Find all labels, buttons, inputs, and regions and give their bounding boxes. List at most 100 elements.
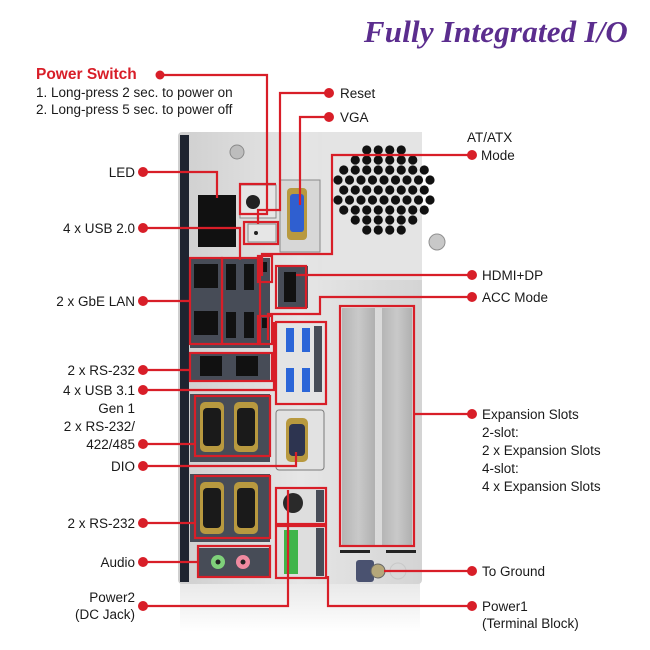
lan-port <box>194 311 218 335</box>
acc-switch <box>262 318 267 328</box>
usb31-port <box>286 328 294 352</box>
vent-hole <box>385 185 395 195</box>
label-expansion-4slot: 4-slot: <box>482 461 519 476</box>
expansion-slot <box>342 308 375 545</box>
expansion-slot <box>382 308 412 545</box>
usb2-port <box>226 312 236 338</box>
vent-hole <box>333 195 343 205</box>
vent-hole <box>396 215 406 225</box>
vent-hole <box>373 225 383 235</box>
db9-port <box>203 408 221 446</box>
db9-port <box>237 408 255 446</box>
db9-port <box>203 488 221 528</box>
fan-vent <box>333 145 435 235</box>
vent-hole <box>419 165 429 175</box>
vent-hole <box>373 205 383 215</box>
label-to-ground: To Ground <box>482 564 546 579</box>
screw-icon <box>428 233 446 251</box>
label-power2-dc: (DC Jack) <box>75 607 135 622</box>
rj45-com-port <box>236 356 258 376</box>
label-expansion: Expansion Slots <box>482 407 579 422</box>
vent-hole <box>350 185 360 195</box>
vent-hole <box>344 175 355 185</box>
power1-tag <box>316 528 324 576</box>
vent-hole <box>385 165 395 175</box>
hdmi-port <box>284 272 296 302</box>
vent-hole <box>362 155 372 165</box>
power-switch-heading: Power Switch <box>36 66 137 83</box>
vent-hole <box>402 175 412 185</box>
power-switch-line1: 1. Long-press 2 sec. to power on <box>36 85 233 100</box>
label-expansion-2slot-count: 2 x Expansion Slots <box>482 443 601 458</box>
vent-hole <box>390 175 401 185</box>
vent-hole <box>379 195 389 205</box>
vent-hole <box>419 185 429 195</box>
label-power2: Power2 <box>89 590 135 605</box>
label-vga: VGA <box>340 110 369 125</box>
callout-dots <box>138 70 477 611</box>
label-rs485: 2 x RS-232/ <box>63 419 135 434</box>
vent-hole <box>350 155 360 165</box>
audio-panel <box>198 548 270 576</box>
usb31-tag <box>314 326 322 392</box>
db9-port <box>237 488 255 528</box>
terminal-block <box>284 530 298 574</box>
ground-tag <box>356 560 374 582</box>
vent-hole <box>367 175 378 185</box>
label-rs232-b: 2 x RS-232 <box>67 516 135 531</box>
label-rs485-2: 422/485 <box>86 437 135 452</box>
vent-hole <box>385 145 395 155</box>
usb2-port <box>226 264 236 290</box>
label-acc-mode: ACC Mode <box>482 290 549 305</box>
vent-hole <box>396 155 406 165</box>
vent-hole <box>413 175 424 185</box>
vent-hole <box>356 175 366 185</box>
vent-hole <box>362 185 372 195</box>
vent-hole <box>373 155 383 165</box>
vent-hole <box>362 215 372 225</box>
label-atatx-mode: Mode <box>481 148 515 163</box>
vent-hole <box>385 215 395 225</box>
reset-button <box>254 231 258 235</box>
dio-port <box>289 424 305 456</box>
vent-hole <box>362 225 372 235</box>
ground-screw-icon <box>370 563 386 579</box>
vent-hole <box>396 145 406 155</box>
fan-panel <box>322 132 422 280</box>
label-usb31-gen: Gen 1 <box>98 401 135 416</box>
usb31-port <box>302 328 310 352</box>
vent-hole <box>350 165 360 175</box>
vent-hole <box>408 185 418 195</box>
label-audio: Audio <box>100 555 135 570</box>
label-atatx: AT/ATX <box>467 130 513 145</box>
label-expansion-4slot-count: 4 x Expansion Slots <box>482 479 601 494</box>
vent-hole <box>362 205 372 215</box>
label-led: LED <box>108 165 135 180</box>
vent-hole <box>385 205 395 215</box>
screw-icon <box>229 144 245 160</box>
label-expansion-2slot: 2-slot: <box>482 425 519 440</box>
vent-hole <box>408 215 418 225</box>
page-title: Fully Integrated I/O <box>363 14 628 49</box>
vent-hole <box>396 185 406 195</box>
vent-hole <box>344 195 355 205</box>
vent-hole <box>373 145 383 155</box>
vent-hole <box>362 145 372 155</box>
vent-hole <box>350 205 360 215</box>
vent-hole <box>408 165 418 175</box>
label-usb31: 4 x USB 3.1 <box>62 383 135 398</box>
chassis-side-edge <box>180 135 189 582</box>
vga-port <box>290 194 304 232</box>
power-switch-line2: 2. Long-press 5 sec. to power off <box>36 102 233 117</box>
vent-hole <box>373 185 383 195</box>
label-gbe-lan: 2 x GbE LAN <box>56 294 135 309</box>
vent-hole <box>339 165 349 175</box>
vent-hole <box>413 195 424 205</box>
vent-hole <box>402 195 412 205</box>
atatx-switch <box>262 262 267 272</box>
vent-hole <box>385 155 395 165</box>
vent-hole <box>419 205 429 215</box>
usb2-port <box>244 264 254 290</box>
vent-hole <box>379 175 389 185</box>
